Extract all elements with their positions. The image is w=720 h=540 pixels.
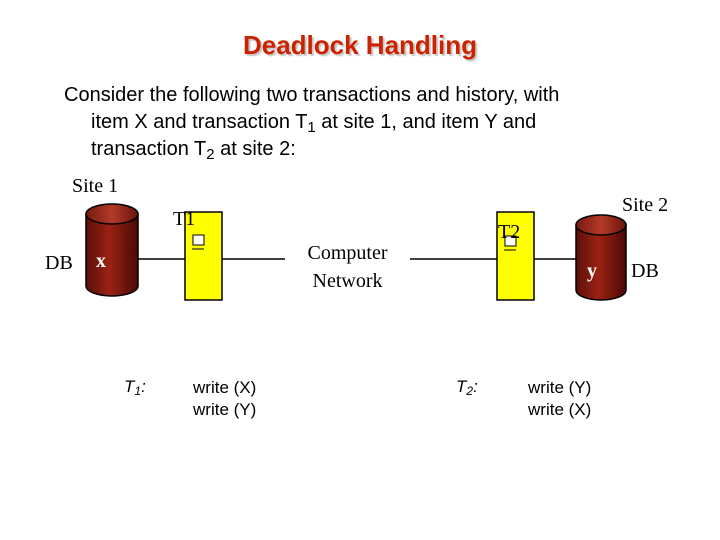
t1-computer [184, 211, 223, 301]
item-x-label: x [96, 250, 106, 272]
network-label-line1: Computer [307, 242, 388, 264]
intro-line-1: Consider the following two transactions … [64, 84, 560, 106]
t1-name-suffix: : [141, 377, 146, 396]
intro-line-2: item X and transaction T1 at site 1, and… [64, 109, 674, 136]
t1-ops: write (X) write (Y) [193, 377, 256, 421]
t1-label: T1 [173, 208, 196, 230]
intro-line-3-sub: 2 [206, 146, 215, 163]
site2-label: Site 2 [622, 194, 669, 216]
intro-line-3-post: at site 2: [214, 138, 296, 160]
db-left-label: DB [45, 252, 73, 274]
intro-line-3-pre: transaction T [91, 138, 207, 160]
t2-computer [496, 211, 535, 301]
t2-name-suffix: : [473, 377, 478, 396]
t1-op-2: write (Y) [193, 400, 257, 419]
t1-name-main: T [124, 377, 135, 396]
network-label: Computer Network [285, 239, 410, 295]
slide-title: Deadlock Handling [242, 30, 478, 60]
site1-label: Site 1 [72, 175, 119, 197]
t2-label: T2 [498, 221, 521, 243]
intro-line-2-post: at site 1, and item Y and [315, 111, 537, 133]
intro-line-3: transaction T2 at site 2: [64, 136, 674, 163]
t2-name-sub: 2 [466, 384, 474, 398]
t2-ops: write (Y) write (X) [528, 377, 591, 421]
network-label-line2: Network [312, 270, 383, 292]
t1-schedule-name: T1: [124, 377, 146, 397]
item-y-label: y [587, 260, 597, 282]
db-cylinder-left [85, 203, 139, 297]
intro-line-2-sub: 1 [307, 119, 316, 136]
intro-text: Consider the following two transactions … [64, 82, 674, 163]
t2-op-2: write (X) [528, 400, 592, 419]
t2-op-1: write (Y) [528, 378, 592, 397]
t2-schedule-name: T2: [456, 377, 478, 397]
intro-line-2-pre: item X and transaction T [91, 111, 308, 133]
t1-op-1: write (X) [193, 378, 257, 397]
t1-name-sub: 1 [134, 384, 142, 398]
t2-name-main: T [456, 377, 467, 396]
db-right-label: DB [631, 260, 659, 282]
db-cylinder-right [575, 214, 627, 301]
